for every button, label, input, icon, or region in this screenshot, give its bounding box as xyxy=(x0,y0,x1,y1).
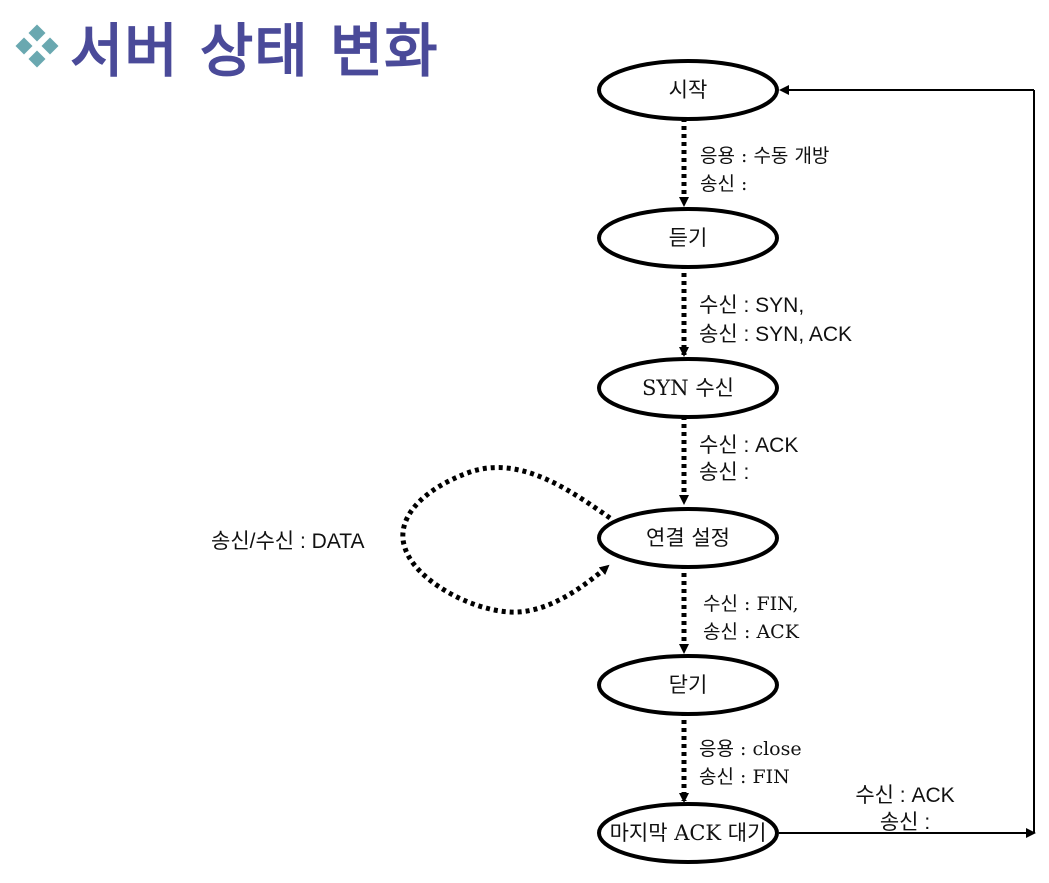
edge-label-start-listen-2: 송신 : xyxy=(700,173,747,195)
diamond-bullet-icon xyxy=(15,24,59,68)
edge-label-close-lastack-2: 송신 : FIN xyxy=(699,766,790,788)
page-title-area: 서버 상태 변화 xyxy=(8,6,439,86)
node-listen-label: 듣기 xyxy=(669,226,708,250)
node-last-ack-label: 마지막 ACK 대기 xyxy=(610,821,767,845)
node-close-wait: 닫기 xyxy=(597,654,779,716)
edge-label-lastack-start-1: 수신 : ACK xyxy=(855,784,954,807)
edge-label-start-listen-1: 응용 : 수동 개방 xyxy=(700,145,829,167)
edge-label-established-close-2: 송신 : ACK xyxy=(703,621,800,643)
node-listen: 듣기 xyxy=(597,207,779,269)
edge-established-self-loop xyxy=(400,465,612,615)
node-start-label: 시작 xyxy=(669,78,708,102)
node-established: 연결 설정 xyxy=(597,507,779,569)
edge-label-syn-established-1: 수신 : ACK xyxy=(699,434,798,457)
edge-label-established-self: 송신/수신 : DATA xyxy=(211,530,365,553)
node-start: 시작 xyxy=(597,59,779,121)
edge-label-listen-syn-1: 수신 : SYN, xyxy=(699,294,804,317)
node-syn-received: SYN 수신 xyxy=(597,357,779,419)
page-title: 서버 상태 변화 xyxy=(70,17,439,85)
node-syn-received-label: SYN 수신 xyxy=(642,376,734,400)
edge-label-syn-established-2: 송신 : xyxy=(699,461,749,484)
edge-label-close-lastack-1: 응용 : close xyxy=(699,738,802,760)
node-established-label: 연결 설정 xyxy=(646,526,730,550)
node-close-wait-label: 닫기 xyxy=(669,673,708,697)
edge-label-listen-syn-2: 송신 : SYN, ACK xyxy=(699,323,852,346)
edge-label-established-close-1: 수신 : FIN, xyxy=(703,593,799,615)
node-last-ack: 마지막 ACK 대기 xyxy=(597,802,779,864)
edge-label-lastack-start-2: 송신 : xyxy=(880,811,930,834)
